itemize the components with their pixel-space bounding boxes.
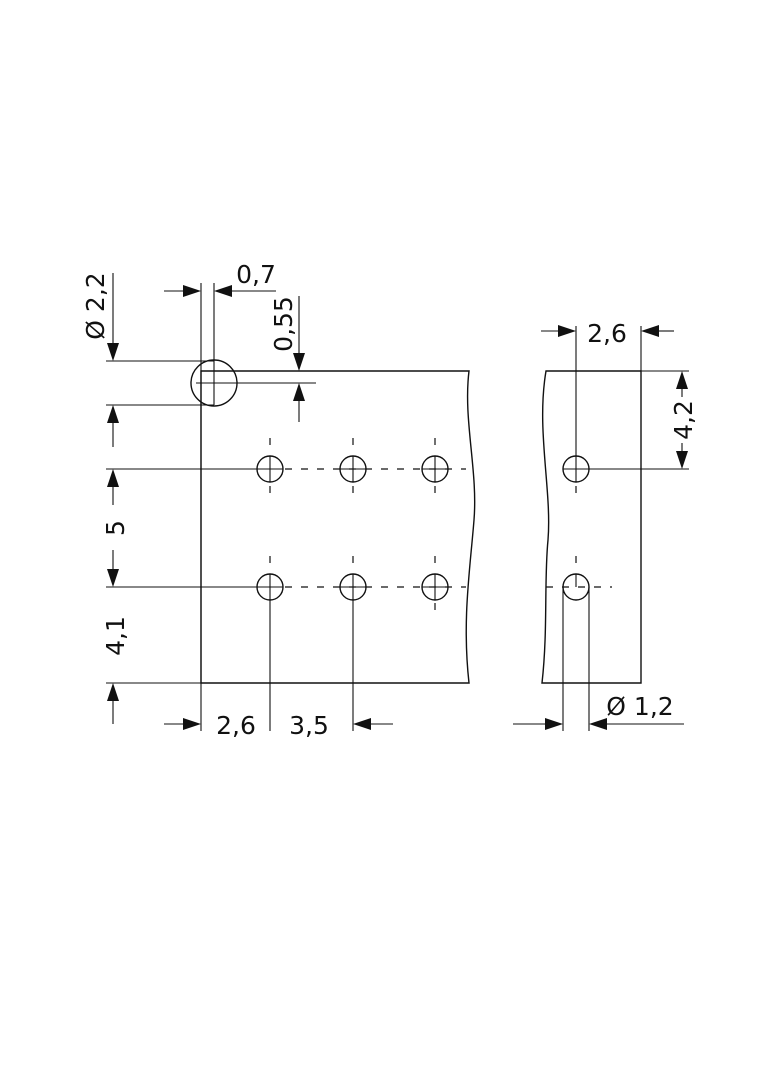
dim-arrow bbox=[107, 569, 119, 587]
dim-label-2-6-right: 2,6 bbox=[587, 319, 627, 348]
dim-label-0-55: 0,55 bbox=[269, 296, 298, 352]
dim-arrow bbox=[676, 371, 688, 389]
dim-label-pin-hole: Ø 1,2 bbox=[606, 692, 673, 721]
left-board-outline bbox=[200, 370, 476, 684]
dim-arrow bbox=[107, 405, 119, 423]
dim-arrow bbox=[293, 383, 305, 401]
dim-label-mount-hole: Ø 2,2 bbox=[81, 272, 110, 339]
dim-label-pitch-5: 5 bbox=[101, 520, 130, 536]
dim-arrow bbox=[293, 353, 305, 371]
dim-arrow bbox=[558, 325, 576, 337]
dim-label-4-1: 4,1 bbox=[101, 616, 130, 656]
dim-arrow bbox=[589, 718, 607, 730]
dim-arrow bbox=[107, 683, 119, 701]
right-board-outline bbox=[541, 370, 642, 684]
dim-arrow bbox=[183, 285, 201, 297]
dim-arrow bbox=[107, 469, 119, 487]
dim-arrow bbox=[676, 451, 688, 469]
dim-arrow bbox=[214, 285, 232, 297]
dim-arrow bbox=[183, 718, 201, 730]
dim-label-pitch-3-5: 3,5 bbox=[289, 711, 329, 740]
dim-arrow bbox=[545, 718, 563, 730]
dim-label-4-2: 4,2 bbox=[669, 400, 698, 440]
dim-label-2-6-left: 2,6 bbox=[216, 711, 256, 740]
right-view: 2,6 4,2 Ø 1,2 bbox=[513, 319, 698, 731]
dim-arrow bbox=[353, 718, 371, 730]
dim-arrow bbox=[107, 343, 119, 361]
left-view: Ø 2,2 0,7 0,55 5 4,1 2,6 3,5 bbox=[81, 260, 476, 740]
dim-label-0-7: 0,7 bbox=[236, 260, 276, 289]
dim-arrow bbox=[641, 325, 659, 337]
